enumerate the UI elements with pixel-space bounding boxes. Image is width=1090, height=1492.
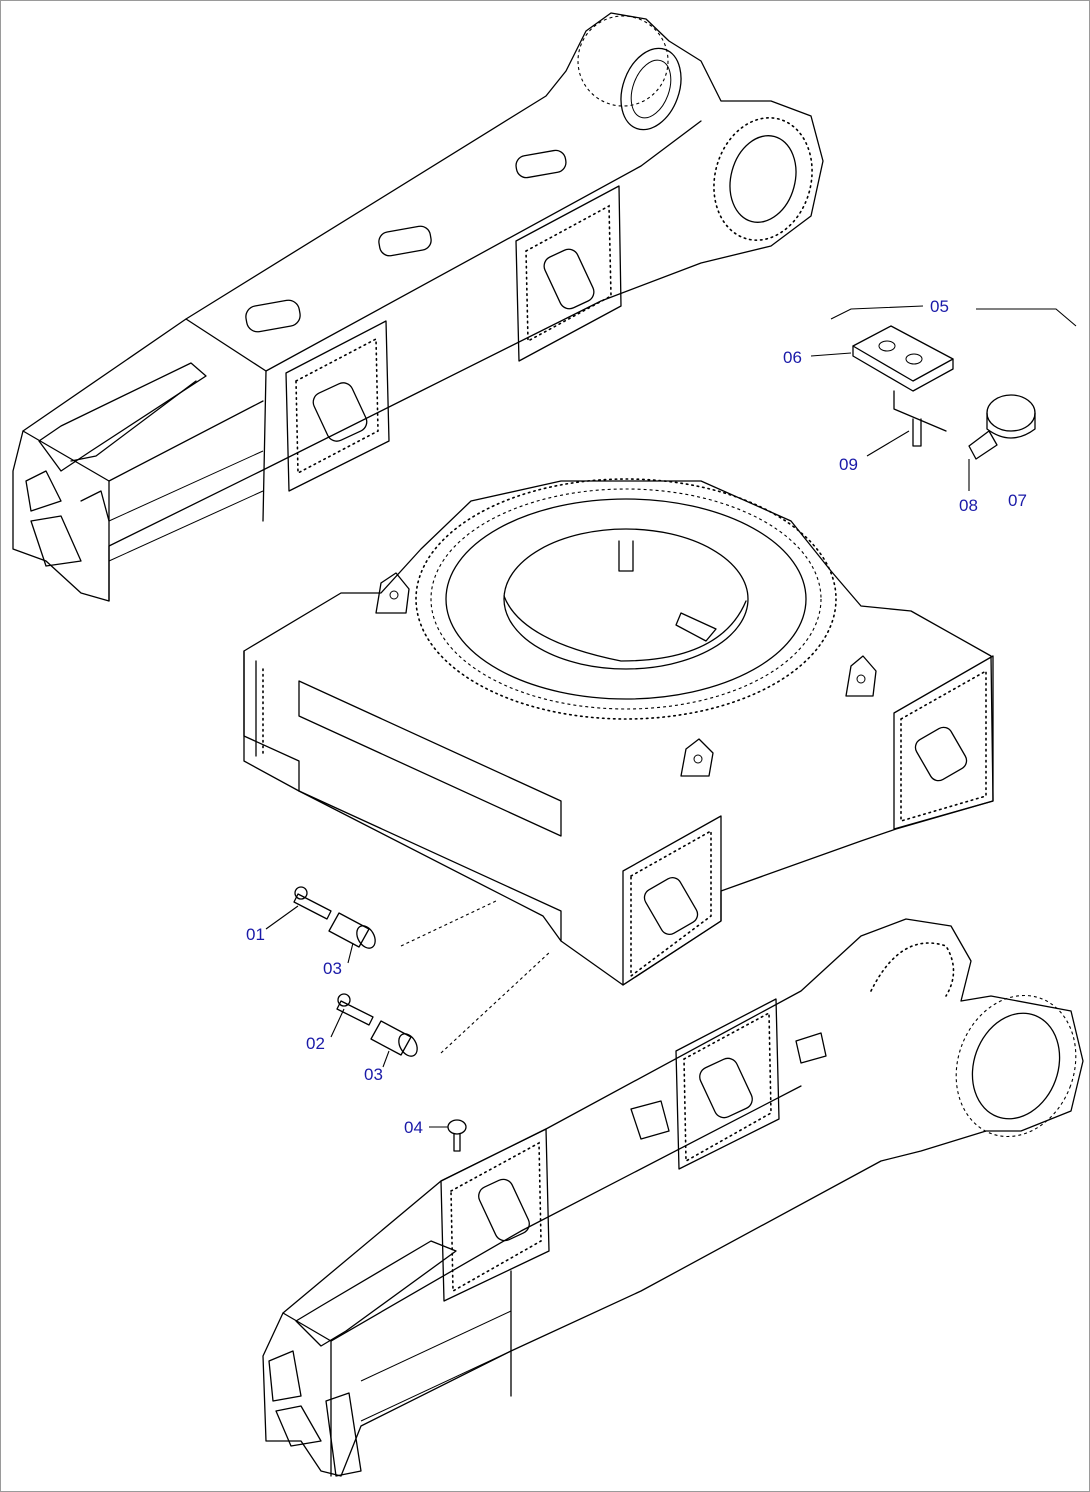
part-label-03: 03 (364, 1065, 383, 1084)
part-label-02: 02 (306, 1034, 325, 1053)
pin-02 (336, 993, 374, 1026)
part-label-07: 07 (1008, 491, 1027, 510)
bushing-03-lower (370, 1020, 418, 1057)
cap-07 (986, 394, 1036, 439)
bushing-03-upper (328, 912, 376, 949)
plate-06 (852, 325, 954, 392)
fitting-08 (968, 430, 998, 460)
part-label-01: 01 (246, 925, 265, 944)
part-label-06: 06 (783, 348, 802, 367)
pin-01 (293, 886, 332, 920)
part-label-04: 04 (404, 1118, 423, 1137)
leader-lines (265, 305, 1077, 1128)
part-label-03: 03 (323, 959, 342, 978)
center-carbody (243, 478, 994, 986)
bolt-09 (893, 390, 947, 447)
part-label-05: 05 (930, 297, 949, 316)
part-label-09: 09 (839, 455, 858, 474)
lower-track-frame (262, 918, 1084, 1477)
plug-04 (447, 1119, 467, 1152)
upper-track-frame (12, 12, 824, 602)
part-label-08: 08 (959, 496, 978, 515)
